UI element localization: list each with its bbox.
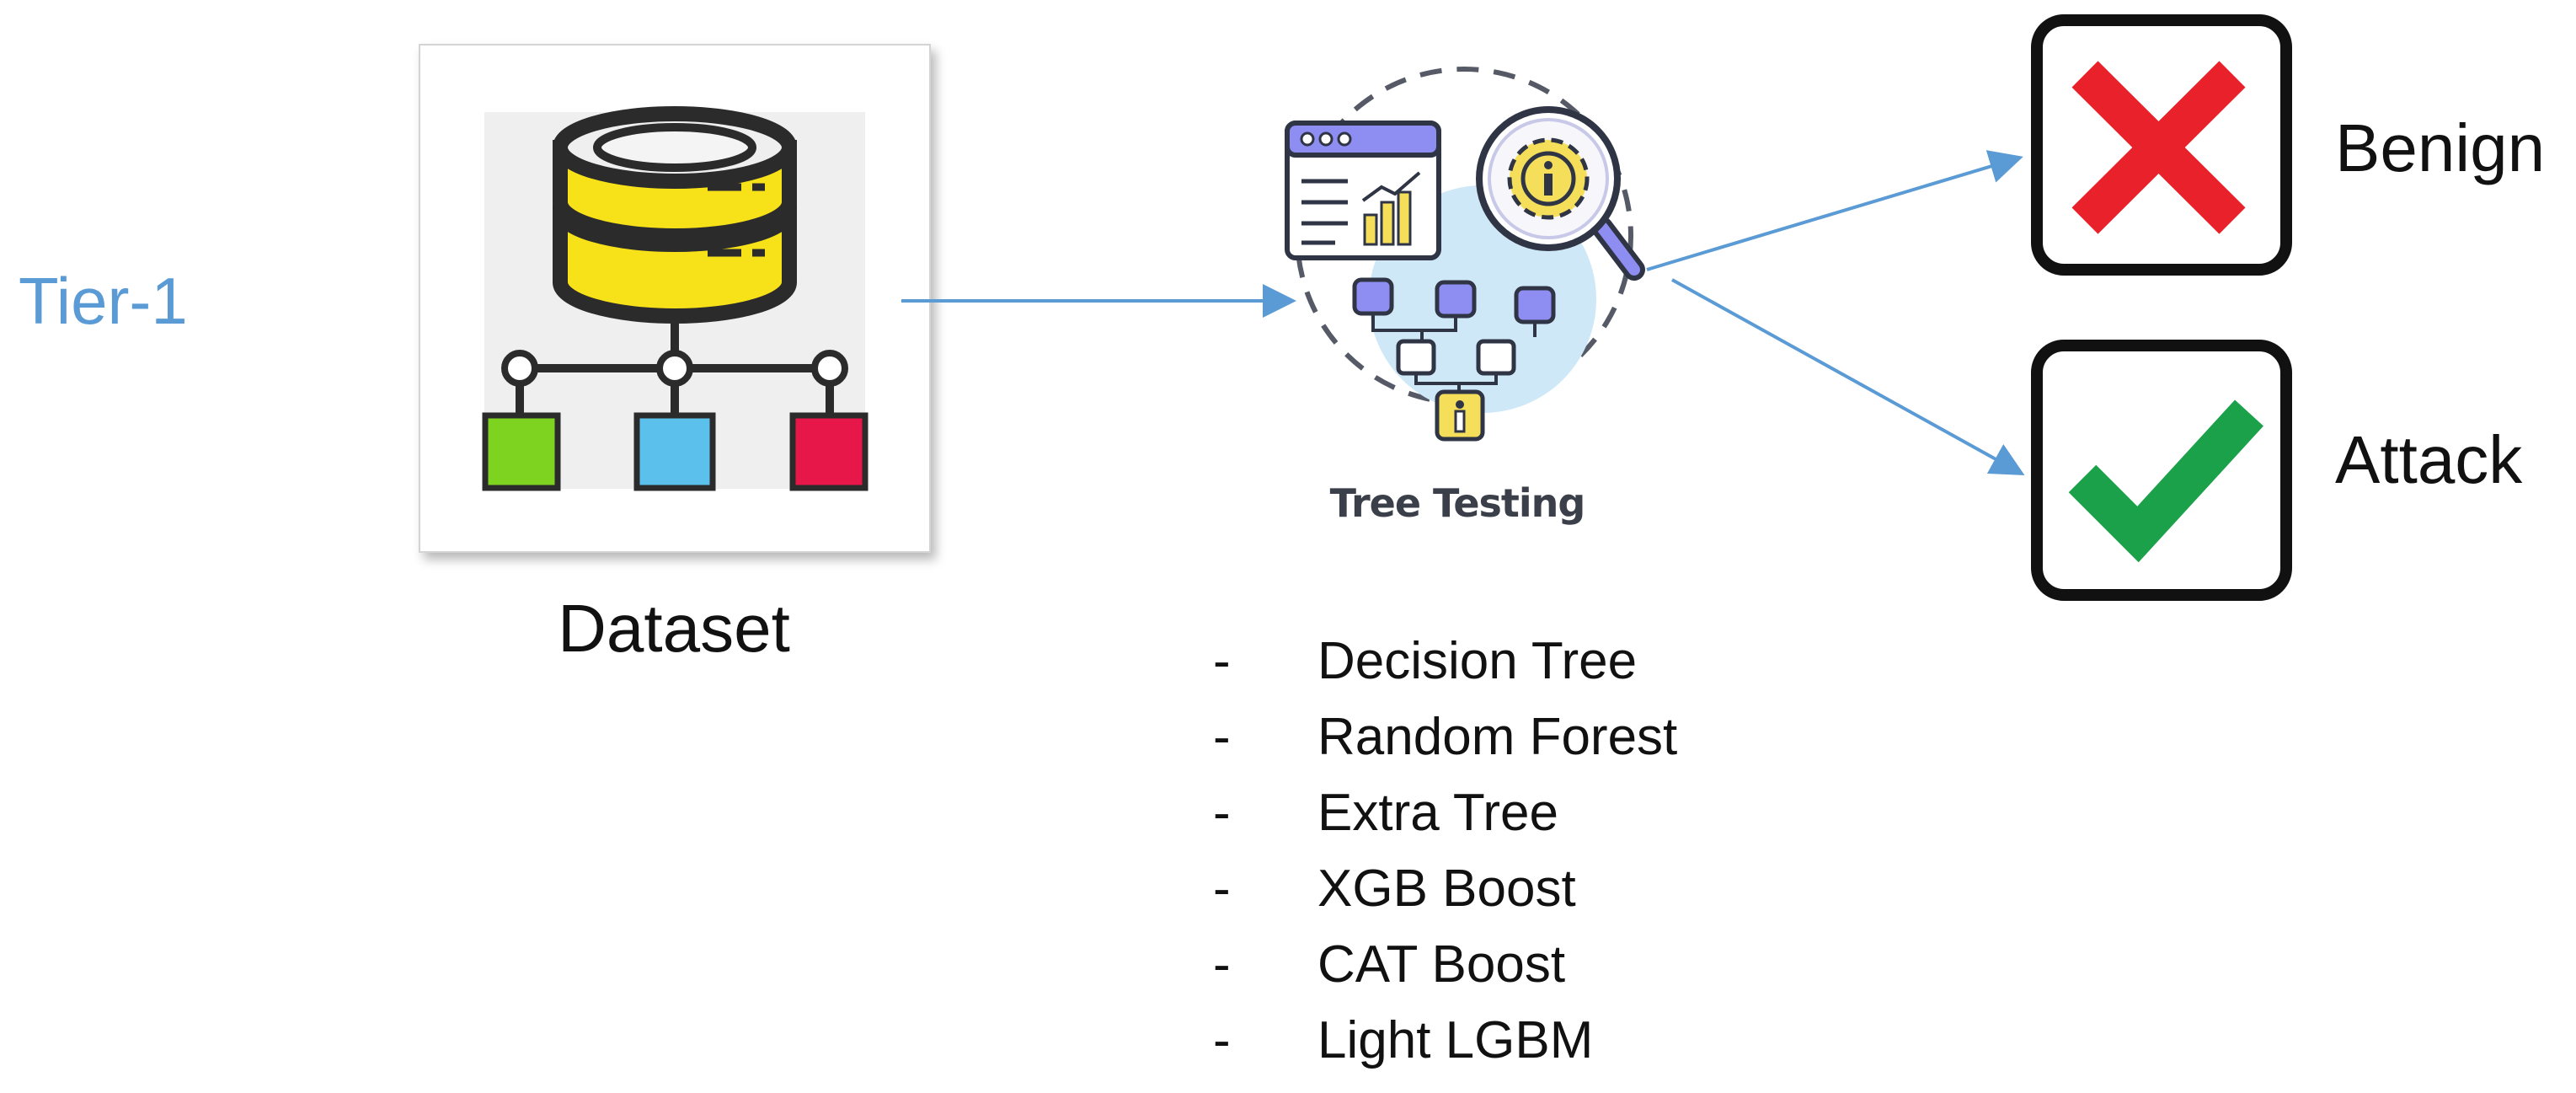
tier-label: Tier-1 xyxy=(19,264,188,338)
arrow-to-attack xyxy=(1671,278,2025,475)
list-bullet: - xyxy=(1213,860,1231,918)
algorithm-name: CAT Boost xyxy=(1317,935,1566,994)
algorithm-item: - Extra Tree xyxy=(1213,775,1677,851)
algorithm-item: - CAT Boost xyxy=(1213,927,1677,1003)
tree-testing-icon xyxy=(1285,67,1645,442)
algorithm-item: - Light LGBM xyxy=(1213,1003,1677,1079)
algorithm-item: - XGB Boost xyxy=(1213,851,1677,927)
attack-label: Attack xyxy=(2335,422,2523,497)
dataset-caption: Dataset xyxy=(558,591,790,666)
arrow-to-benign xyxy=(1646,150,2023,271)
algorithm-name: Extra Tree xyxy=(1317,784,1558,842)
algorithm-name: XGB Boost xyxy=(1317,860,1576,918)
cross-icon xyxy=(2031,14,2292,276)
algorithm-list: -Decision Tree-Random Forest-Extra Tree-… xyxy=(1213,624,1677,1079)
check-icon xyxy=(2031,340,2292,601)
algorithm-name: Decision Tree xyxy=(1317,632,1638,690)
list-bullet: - xyxy=(1213,632,1231,690)
list-bullet: - xyxy=(1213,708,1231,766)
algorithm-name: Light LGBM xyxy=(1317,1011,1594,1069)
algorithm-item: - Random Forest xyxy=(1213,699,1677,775)
list-bullet: - xyxy=(1213,784,1231,842)
benign-label: Benign xyxy=(2335,110,2546,185)
tree-testing-caption: Tree Testing xyxy=(1329,480,1586,526)
algorithm-item: - Decision Tree xyxy=(1213,624,1677,699)
database-icon xyxy=(482,106,868,491)
list-bullet: - xyxy=(1213,1011,1231,1069)
algorithm-name: Random Forest xyxy=(1317,708,1678,766)
list-bullet: - xyxy=(1213,935,1231,994)
